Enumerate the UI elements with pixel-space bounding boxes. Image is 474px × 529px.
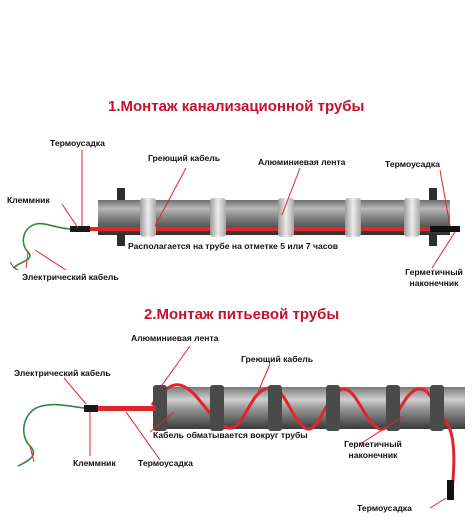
leader-lines-1: [34, 150, 456, 271]
leader-line: [154, 167, 187, 227]
label-electric-cable-2: Электрический кабель: [14, 368, 111, 378]
section1-title: 1.Монтаж канализационной трубы: [108, 98, 365, 115]
electric-wire-1: [13, 222, 71, 269]
label-terminal-2: Клеммник: [73, 458, 116, 468]
tape-band: [140, 198, 156, 237]
leader-line: [439, 169, 451, 227]
electric-wire-1b: [9, 261, 19, 271]
heating-cable-2: [96, 406, 156, 411]
leader-line: [61, 203, 79, 229]
heat-shrink-2-right: [447, 480, 454, 500]
aluminum-tape-bands-2: [153, 385, 444, 431]
heat-shrink-2-left: [84, 405, 98, 412]
tape-band: [278, 198, 294, 237]
label-heat-shrink-left-1: Термоусадка: [50, 138, 105, 148]
leader-line: [34, 249, 67, 271]
section2-title: 2.Монтаж питьевой трубы: [144, 306, 340, 323]
label-heat-shrink-right-2: Термоусадка: [357, 503, 412, 513]
leader-line: [359, 415, 405, 445]
label-terminal-1: Клеммник: [7, 195, 50, 205]
aluminum-tape-bands-1: [140, 198, 420, 237]
label-electric-cable-1: Электрический кабель: [22, 272, 119, 282]
leader-line: [281, 167, 301, 216]
tape-band: [268, 385, 282, 431]
label-heat-shrink-left-2: Термоусадка: [138, 458, 193, 468]
heat-shrink-1-left: [70, 226, 90, 232]
label-aluminum-tape-2: Алюминиевая лента: [131, 333, 219, 343]
leader-line: [159, 345, 191, 389]
tape-band: [210, 385, 224, 431]
tape-band: [210, 198, 226, 237]
tape-band: [404, 198, 420, 237]
leader-line: [149, 411, 175, 433]
electric-wire-2: [17, 403, 85, 467]
label-sealed-tip-1: Герметичный наконечник: [405, 267, 463, 288]
label-aluminum-tape-1: Алюминиевая лента: [258, 157, 346, 167]
leader-line: [431, 231, 456, 269]
label-heat-shrink-right-1: Термоусадка: [385, 159, 440, 169]
leader-lines-2: [63, 345, 447, 509]
leader-line: [429, 497, 447, 509]
label-heating-cable-1: Греющий кабель: [148, 153, 221, 163]
tape-band: [326, 385, 340, 431]
tape-band: [153, 385, 167, 431]
heat-shrink-1-right: [430, 226, 460, 232]
leader-line: [257, 363, 271, 393]
electric-wire-1-red: [25, 251, 29, 269]
tape-band: [430, 385, 444, 431]
label-wrap-note: Кабель обматывается вокруг трубы: [153, 430, 308, 440]
leader-line: [125, 411, 161, 461]
water-pipe: [153, 387, 465, 429]
water-pipe-assembly: [17, 383, 465, 500]
label-sealed-tip-2: Герметичный наконечник: [344, 439, 402, 460]
label-heating-cable-2: Греющий кабель: [241, 354, 314, 364]
tape-band: [345, 198, 361, 237]
leader-line: [63, 377, 87, 405]
label-placement-note: Располагается на трубе на отметке 5 или …: [128, 241, 339, 251]
tape-band: [386, 385, 400, 431]
heating-cable-1: [82, 227, 432, 231]
sewer-pipe-assembly: [9, 188, 460, 271]
electric-wire-2-red: [29, 445, 35, 463]
